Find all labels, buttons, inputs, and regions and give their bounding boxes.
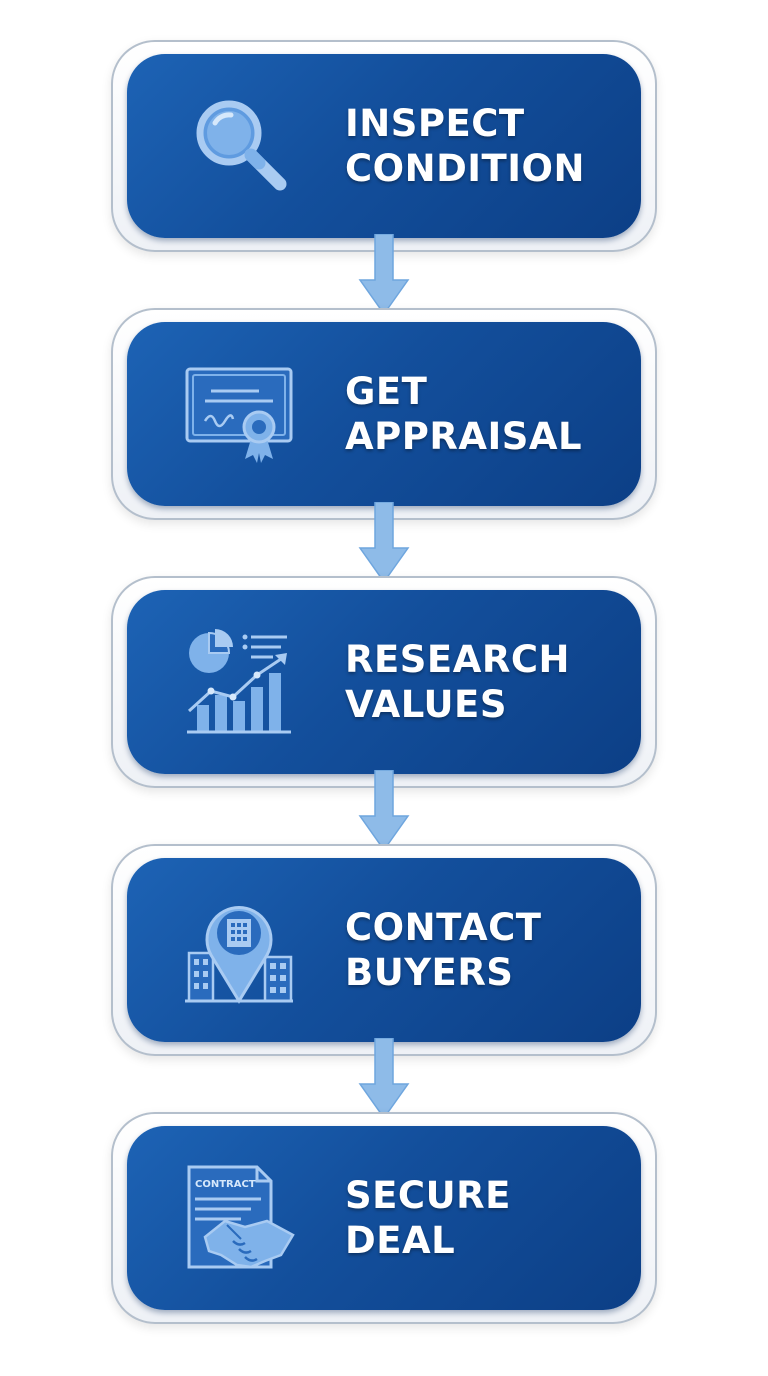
analytics-chart-icon: [181, 627, 297, 737]
step-3-frame: RESEARCH VALUES: [111, 576, 657, 788]
step-2-label: GET APPRAISAL: [345, 369, 582, 459]
step-1-label-line-2: CONDITION: [345, 147, 585, 190]
step-2-card: GET APPRAISAL: [127, 322, 641, 506]
step-4-card: CONTACT BUYERS: [127, 858, 641, 1042]
connector-arrow-3: [358, 770, 410, 852]
step-4-label-line-2: BUYERS: [345, 951, 514, 994]
step-2-label-line-1: GET: [345, 370, 428, 413]
step-5-label-line-2: DEAL: [345, 1219, 456, 1262]
step-1-frame: INSPECT CONDITION: [111, 40, 657, 252]
step-4-label: CONTACT BUYERS: [345, 905, 541, 995]
certificate-icon: [181, 359, 297, 469]
step-3-label-line-1: RESEARCH: [345, 638, 570, 681]
step-5-label-line-1: SECURE: [345, 1174, 511, 1217]
step-2-label-line-2: APPRAISAL: [345, 415, 583, 458]
step-4-frame: CONTACT BUYERS: [111, 844, 657, 1056]
step-2-frame: GET APPRAISAL: [111, 308, 657, 520]
connector-arrow-2: [358, 502, 410, 584]
step-3-card: RESEARCH VALUES: [127, 590, 641, 774]
connector-arrow-1: [358, 234, 410, 316]
step-3-label: RESEARCH VALUES: [345, 637, 570, 727]
step-1-card: INSPECT CONDITION: [127, 54, 641, 238]
magnifier-icon: [181, 91, 297, 201]
step-5-frame: CONTRACT SECURE DEAL: [111, 1112, 657, 1324]
contract-handshake-icon: CONTRACT: [181, 1163, 297, 1273]
step-5-label: SECURE DEAL: [345, 1173, 511, 1263]
step-1-label-line-1: INSPECT: [345, 102, 525, 145]
step-4-label-line-1: CONTACT: [345, 906, 542, 949]
contract-doc-text: CONTRACT: [195, 1179, 256, 1190]
location-pin-buildings-icon: [181, 895, 297, 1005]
step-1-label: INSPECT CONDITION: [345, 101, 585, 191]
step-5-card: CONTRACT SECURE DEAL: [127, 1126, 641, 1310]
connector-arrow-4: [358, 1038, 410, 1120]
step-3-label-line-2: VALUES: [345, 683, 507, 726]
